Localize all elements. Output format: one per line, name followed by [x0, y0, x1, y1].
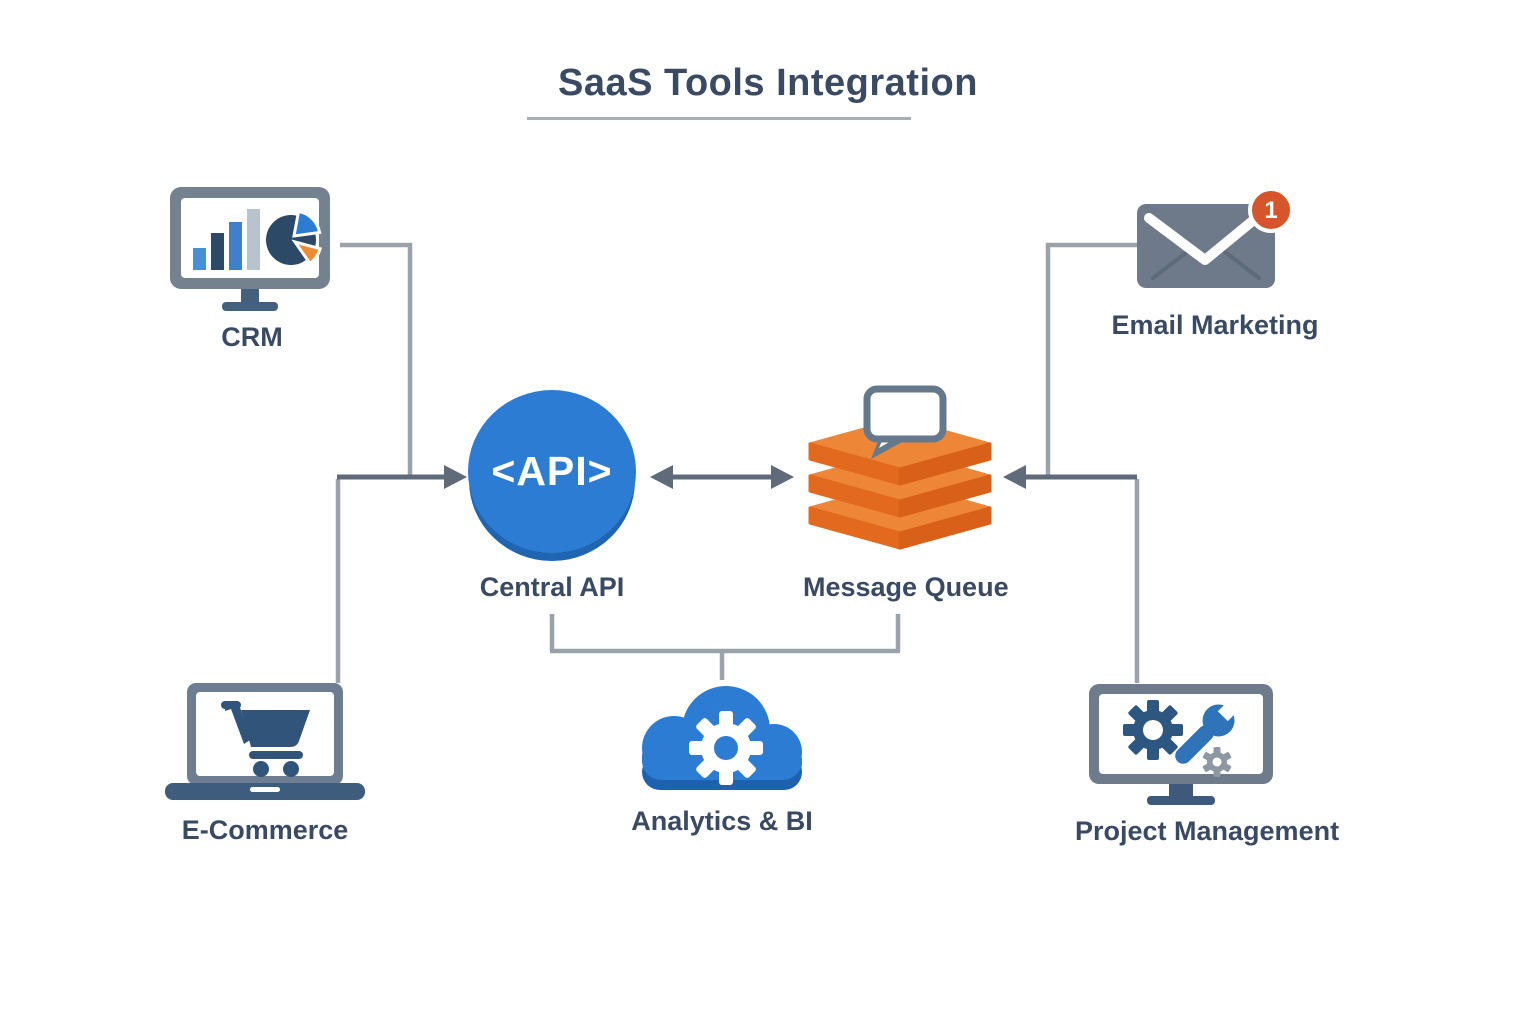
gear-icon [689, 711, 763, 785]
crm-monitor-icon [170, 187, 330, 311]
central-api-icon: <API> [468, 390, 636, 553]
project-management-monitor-icon [1089, 684, 1273, 805]
message-queue-label: Message Queue [803, 572, 1009, 602]
analytics-cloud-icon [642, 686, 802, 790]
api-code-text: <API> [491, 448, 613, 494]
crm-label: CRM [221, 322, 283, 352]
node-analytics-bi: Analytics & BI [622, 684, 822, 837]
page-title: SaaS Tools Integration [558, 62, 978, 104]
node-project-management: Project Management [1075, 684, 1340, 847]
email-envelope-icon: 1 [1137, 188, 1294, 288]
central-api-label: Central API [479, 572, 625, 602]
title-underline [527, 117, 911, 120]
shopping-cart-icon [221, 701, 310, 777]
project-management-label: Project Management [1075, 816, 1340, 846]
message-queue-icon [808, 385, 992, 550]
badge-count: 1 [1264, 197, 1277, 224]
settings-gear-icon [1123, 700, 1183, 760]
node-crm: CRM [142, 185, 362, 353]
analytics-bi-label: Analytics & BI [631, 806, 813, 836]
arrow-right-into-queue-head [1003, 465, 1026, 489]
notification-badge: 1 [1248, 188, 1294, 233]
node-email-marketing: 1 Email Marketing [1105, 188, 1325, 341]
arrow-api-queue-left-head [650, 465, 673, 489]
node-ecommerce: E-Commerce [155, 683, 375, 846]
ecommerce-label: E-Commerce [181, 815, 349, 845]
arrow-api-queue-right-head [771, 465, 794, 489]
connector-bottom-tree-to-analytics [549, 614, 901, 680]
ecommerce-laptop-icon [165, 683, 365, 800]
email-marketing-label: Email Marketing [1111, 310, 1319, 340]
small-gear-icon [1202, 747, 1232, 777]
arrow-left-into-api-head [444, 465, 467, 489]
crm-pie-chart [266, 209, 322, 266]
speech-bubble-icon [863, 385, 947, 459]
node-message-queue [805, 385, 1000, 551]
